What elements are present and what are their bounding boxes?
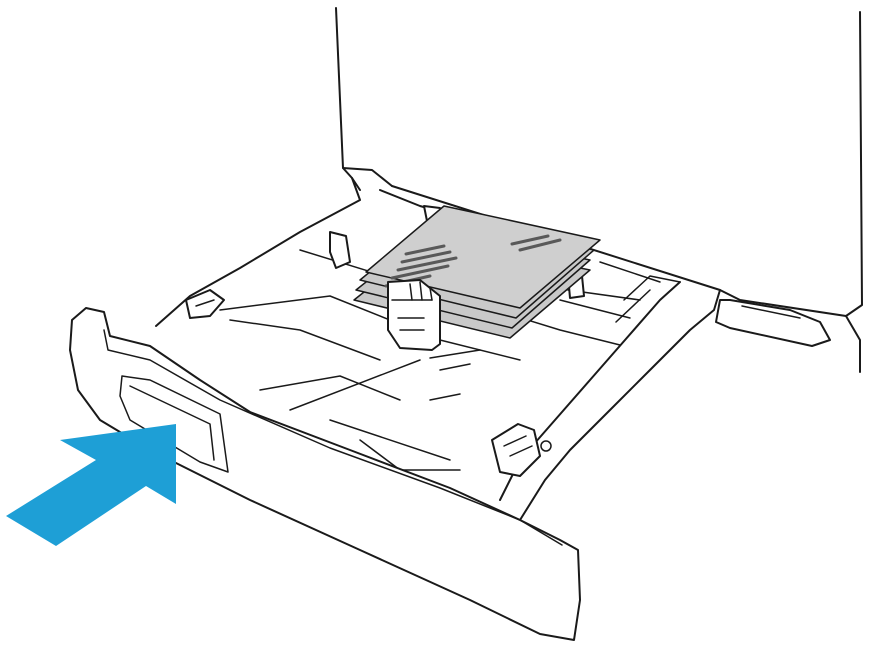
paper-guide-clip [387,279,441,351]
envelope-stack [353,205,601,339]
arrow-right-icon [6,424,176,546]
